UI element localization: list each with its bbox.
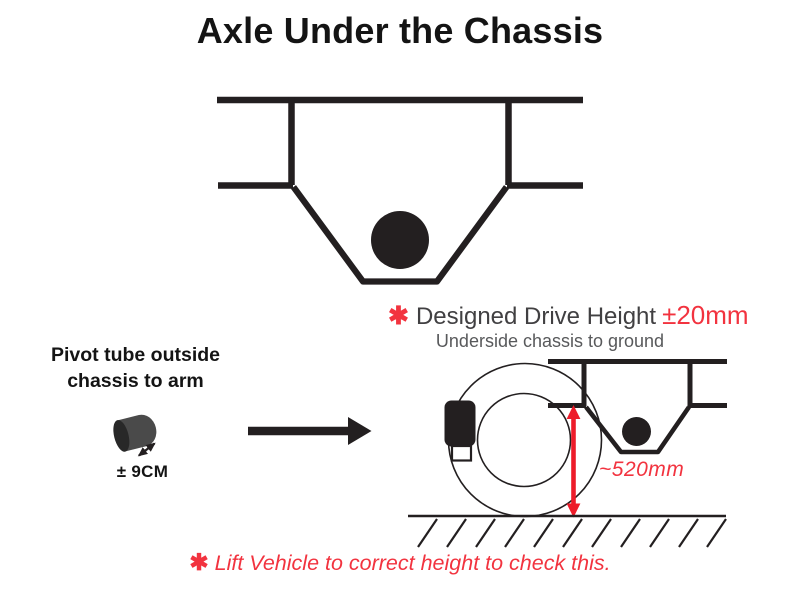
- mini-chassis-diagram: [548, 359, 727, 455]
- ride-height-arrow-icon: [566, 405, 581, 518]
- tube-length-arrow-icon: [137, 442, 156, 457]
- shock-bracket: [444, 400, 476, 447]
- axle-dot: [371, 211, 429, 269]
- pivot-tube-icon: [113, 414, 157, 452]
- chassis-cross-section-diagram: [217, 96, 583, 285]
- asterisk-icon: ✱: [388, 302, 409, 330]
- pivot-caption-line1: Pivot tube outside: [50, 344, 220, 366]
- footnote: ✱Lift Vehicle to correct height to check…: [0, 549, 800, 576]
- axle-dot: [622, 417, 651, 446]
- drive-height-label: Designed Drive Height: [415, 303, 657, 330]
- wheel-diagram: [444, 362, 603, 518]
- pivot-tube-caption: Pivot tube outside chassis to arm: [28, 343, 243, 394]
- transform-arrow-icon: [248, 417, 372, 445]
- bracket-foot: [450, 444, 473, 462]
- footnote-text: Lift Vehicle to correct height to check …: [214, 551, 611, 575]
- drive-height-subtitle: Underside chassis to ground: [435, 331, 665, 351]
- pivot-tube-length-label: ± 9CM: [116, 462, 169, 481]
- asterisk-icon: ✱: [189, 549, 209, 575]
- rim-circle: [476, 392, 572, 488]
- drive-height-note: ✱Designed Drive Height±20mm: [388, 300, 749, 331]
- ride-height-label: ~520mm: [599, 458, 685, 481]
- page-title: Axle Under the Chassis: [196, 10, 604, 51]
- ground-hatching: [417, 518, 727, 548]
- ground-line: [408, 514, 727, 548]
- drive-height-tolerance: ±20mm: [662, 300, 749, 330]
- pivot-caption-line2: chassis to arm: [67, 369, 204, 392]
